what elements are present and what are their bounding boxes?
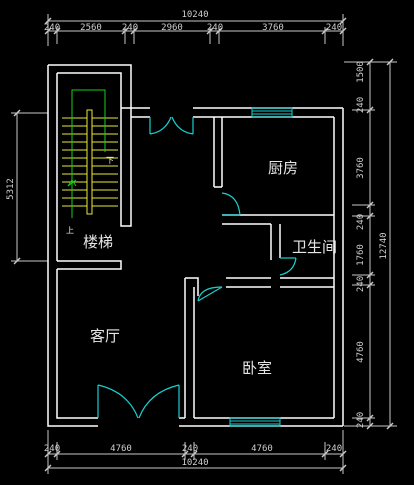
room-label-bedroom: 卧室	[242, 359, 272, 377]
room-label-bathroom: 卫生间	[292, 238, 337, 256]
bottom-dim-segment: 4760	[251, 444, 273, 454]
bottom-dim-segment: 240	[44, 444, 60, 454]
top-dim-segment: 2560	[80, 23, 102, 33]
stair-treads	[62, 109, 118, 215]
doors	[97, 116, 297, 419]
top-total-dimension: 10240	[181, 10, 208, 20]
left-dimension	[11, 109, 48, 265]
right-dim-segment: 1500	[356, 61, 366, 83]
bottom-dimension-chain	[44, 430, 347, 474]
top-dim-segment: 2960	[161, 23, 183, 33]
windows	[229, 107, 293, 427]
kitchen-door	[221, 192, 241, 216]
top-dim-segment: 240	[326, 23, 342, 33]
right-dim-segment: 240	[356, 412, 366, 428]
top-dimension-chain	[44, 14, 347, 46]
bottom-dim-segment: 240	[326, 444, 342, 454]
stair-down-mark: 下	[106, 156, 114, 165]
right-dimension-chain	[344, 58, 397, 430]
right-dim-segment: 3760	[356, 157, 366, 179]
right-dim-segment: 240	[356, 97, 366, 113]
staircase	[62, 89, 118, 218]
bottom-dim-segment: 4760	[110, 444, 132, 454]
room-label-stairs: 楼梯	[83, 233, 113, 251]
right-dim-segment: 240	[356, 214, 366, 230]
room-label-kitchen: 厨房	[268, 159, 298, 177]
top-dim-segment: 240	[207, 23, 223, 33]
room-label-living-room: 客厅	[90, 327, 120, 345]
bathroom-door	[279, 257, 297, 276]
top-dim-segment: 240	[122, 23, 138, 33]
bedroom-door	[197, 286, 223, 302]
right-dim-segment: 1760	[356, 244, 366, 266]
left-dim-value: 5312	[6, 178, 16, 200]
stair-direction-arrows	[67, 89, 106, 218]
entry-double-door-top	[149, 116, 194, 135]
stair-up-mark: 上	[66, 226, 74, 235]
right-dim-segment: 4760	[356, 341, 366, 363]
bedroom-window	[229, 417, 281, 427]
bottom-dim-segment: 240	[182, 444, 198, 454]
kitchen-window	[251, 107, 293, 118]
right-total-dimension: 12740	[379, 232, 389, 259]
top-dim-segment: 240	[44, 23, 60, 33]
living-room-double-door	[97, 384, 180, 419]
top-dim-segment: 3760	[262, 23, 284, 33]
right-dim-segment: 240	[356, 276, 366, 292]
bottom-total-dimension: 10240	[181, 458, 208, 468]
